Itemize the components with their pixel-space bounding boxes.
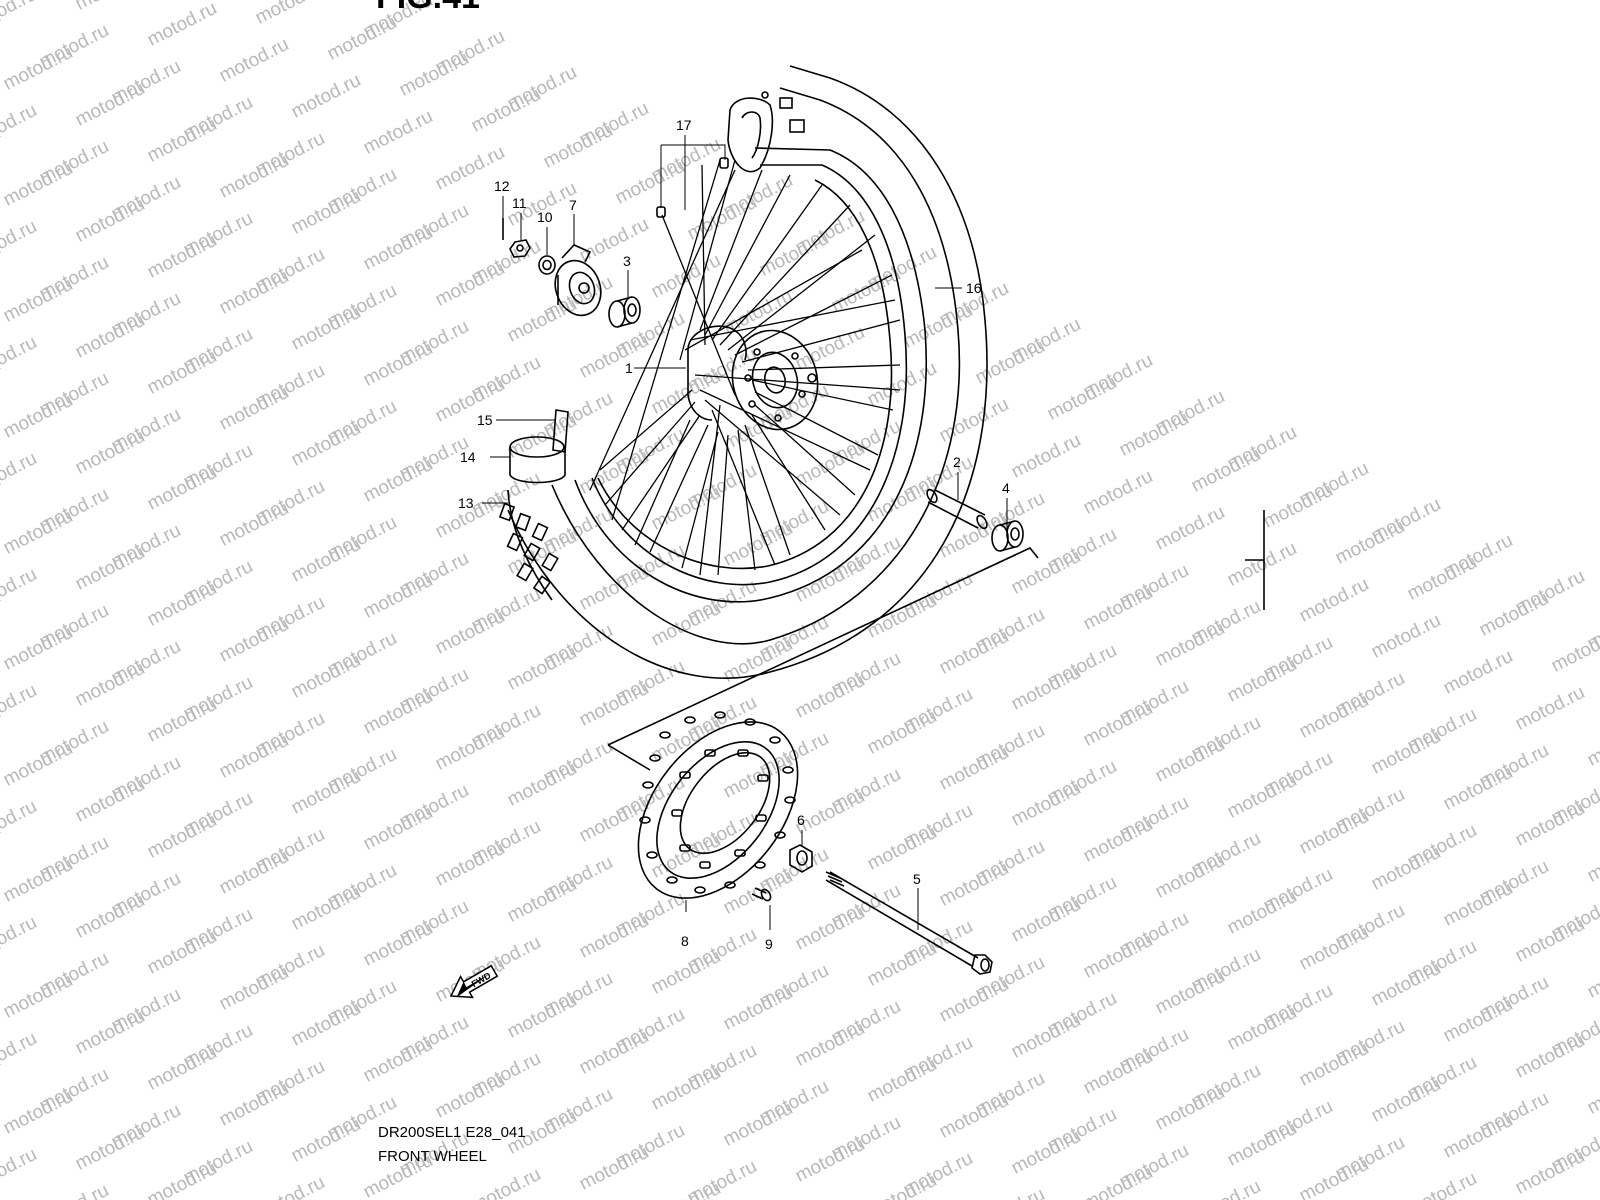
callout-2: 2 (953, 454, 961, 470)
assembly-bracket-line (607, 547, 1039, 746)
bearing-icon (608, 296, 641, 328)
callout-11: 11 (512, 195, 527, 211)
tube-icon (509, 436, 566, 484)
callout-15: 15 (477, 412, 493, 428)
callout-1: 1 (625, 360, 633, 376)
rim-icon (574, 147, 927, 603)
callout-6: 6 (797, 812, 805, 828)
figure-name: FRONT WHEEL (378, 1148, 487, 1165)
spacer-icon (926, 488, 988, 530)
hub-icon (687, 325, 819, 431)
callout-13: 13 (458, 495, 474, 511)
tire-icon (498, 65, 988, 679)
leader-lines (482, 135, 1008, 930)
callout-3: 3 (623, 253, 631, 269)
figure-title: FIG.41 (376, 0, 480, 17)
callout-5: 5 (913, 871, 921, 887)
brake-disc-icon (637, 711, 799, 899)
callout-16: 16 (966, 280, 982, 296)
spoke-icon (589, 159, 901, 576)
callout-10: 10 (537, 209, 553, 225)
brake-panel-icon (727, 91, 805, 173)
callout-14: 14 (460, 449, 476, 465)
assembly-bracket-line (607, 744, 651, 771)
nut-icon (789, 844, 813, 873)
axle-icon (825, 871, 993, 975)
nut-icon (509, 239, 531, 258)
rim-band-icon (552, 409, 569, 453)
callout-12: 12 (494, 178, 510, 194)
speedometer-gearbox-icon (554, 244, 602, 317)
washer-icon (538, 255, 556, 275)
callout-4: 4 (1002, 480, 1010, 496)
bolt-icon (751, 887, 772, 902)
callout-8: 8 (681, 933, 689, 949)
callout-17: 17 (676, 117, 692, 133)
callout-7: 7 (569, 197, 577, 213)
bearing-icon (991, 520, 1024, 552)
model-code: DR200SEL1 E28_041 (378, 1124, 526, 1141)
callout-9: 9 (765, 936, 773, 952)
fwd-arrow-icon: FWD (449, 964, 499, 999)
